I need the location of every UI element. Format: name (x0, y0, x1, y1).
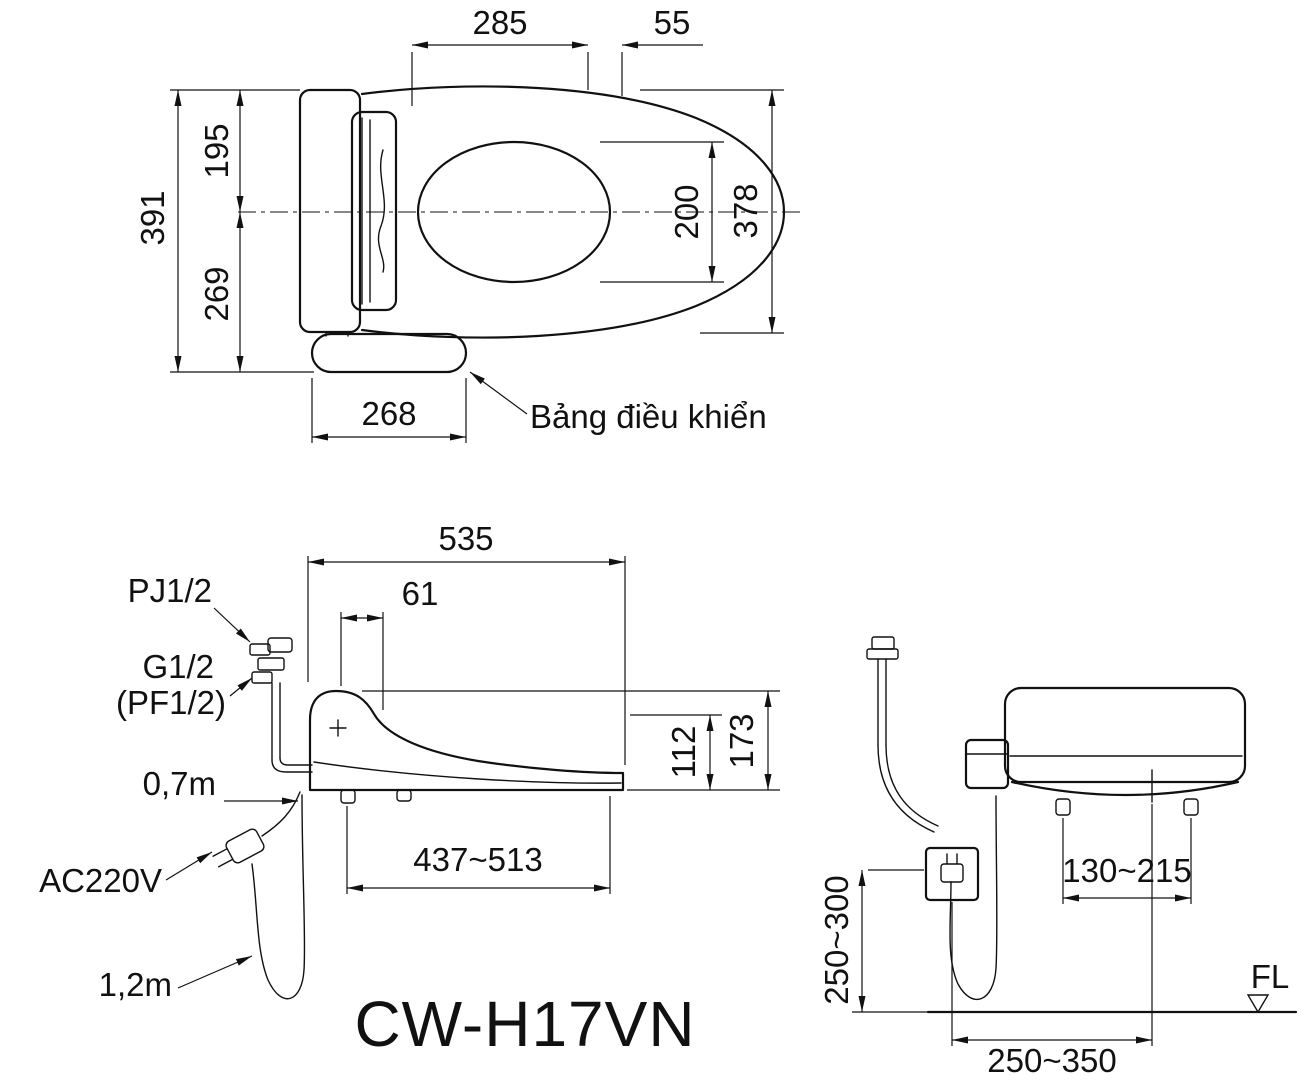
power-cord (212, 791, 306, 1000)
pj12-label: PJ1/2 (128, 572, 212, 609)
dim-378-label: 378 (727, 183, 764, 238)
cord-loop (251, 794, 306, 1000)
floor-label: FL (1251, 958, 1290, 995)
supply-hose (866, 636, 939, 833)
side-box (964, 738, 1010, 790)
seat-seam (313, 761, 622, 784)
right-foot (1183, 798, 1199, 816)
floor-line: FL (926, 958, 1298, 1014)
cord-loop (949, 795, 998, 1001)
dim-285: 285 (411, 4, 589, 106)
side-view: PJ1/2 G1/2 (PF1/2) 0,7m AC220V 1,2m 535 (39, 520, 780, 1003)
label-g12: G1/2 (PF1/2) (116, 648, 253, 721)
dim-173: 173 (362, 690, 780, 790)
power-label: AC220V (39, 862, 162, 899)
outlet (924, 795, 998, 1001)
dim-173-label: 173 (723, 713, 760, 768)
g12-label: G1/2 (142, 648, 214, 685)
dim-535-label: 535 (438, 520, 493, 557)
control-panel-callout: Bảng điều khiển (469, 371, 767, 435)
dim-391: 391 (134, 89, 314, 373)
dim-200-label: 200 (668, 184, 705, 239)
dim-200: 200 (600, 141, 724, 283)
control-panel-base (310, 332, 468, 374)
floor-marker (1246, 994, 1270, 1014)
water-valve-cluster (249, 637, 313, 773)
label-07m: 0,7m (143, 765, 298, 805)
label-12m: 1,2m (99, 955, 253, 1003)
front-damper (340, 789, 356, 804)
dim-268: 268 (311, 378, 467, 443)
dim-378: 378 (640, 89, 784, 334)
dim-250-300-label: 250~300 (818, 875, 855, 1004)
hose-length-label: 0,7m (143, 765, 216, 802)
dim-250-350-label: 250~350 (987, 1042, 1116, 1079)
pf12-label: (PF1/2) (116, 684, 226, 721)
dim-55: 55 (621, 4, 703, 96)
dim-250-350: 250~350 (951, 804, 1153, 1079)
dim-437-513: 437~513 (346, 796, 611, 894)
control-panel-leader (469, 371, 528, 415)
lid-oval-recess (416, 140, 612, 284)
dim-112: 112 (627, 714, 780, 791)
dim-112-label: 112 (665, 726, 702, 779)
outlet-box (924, 846, 980, 902)
dim-61: 61 (340, 575, 439, 710)
unit-rear (1003, 686, 1247, 784)
dim-130-215: 130~215 (1062, 818, 1192, 904)
bowl-bulge (1010, 780, 1240, 797)
unit-profile (308, 689, 625, 792)
dim-195-label: 195 (198, 123, 235, 178)
control-panel-label: Bảng điều khiển (530, 398, 767, 435)
left-foot (1055, 798, 1071, 816)
plug-body (940, 863, 964, 883)
body-housing (298, 88, 362, 334)
rear-damper (396, 789, 412, 802)
dim-61-label: 61 (402, 575, 439, 612)
hinge-wave-line (377, 149, 386, 273)
label-ac220v: AC220V (39, 851, 213, 899)
dim-195: 195 (198, 90, 244, 212)
rear-view: FL 250~300 250~350 130~215 (818, 636, 1298, 1079)
dim-55-label: 55 (654, 4, 691, 41)
top-view: 285 55 391 195 269 378 (134, 4, 802, 443)
label-pj12: PJ1/2 (128, 572, 251, 643)
dim-285-label: 285 (472, 4, 527, 41)
dim-269: 269 (198, 212, 244, 372)
lid-outline (360, 85, 786, 339)
dim-250-300: 250~300 (818, 869, 930, 1013)
power-plug (212, 828, 265, 868)
hinge-cover (350, 110, 398, 312)
dim-130-215-label: 130~215 (1062, 852, 1191, 889)
dim-268-label: 268 (361, 395, 416, 432)
dim-535: 535 (307, 520, 626, 765)
cord-length-label: 1,2m (99, 966, 172, 1003)
dim-391-label: 391 (134, 190, 171, 245)
dim-437-513-label: 437~513 (413, 841, 542, 878)
model-number: CW-H17VN (354, 988, 695, 1060)
dim-269-label: 269 (198, 266, 235, 321)
